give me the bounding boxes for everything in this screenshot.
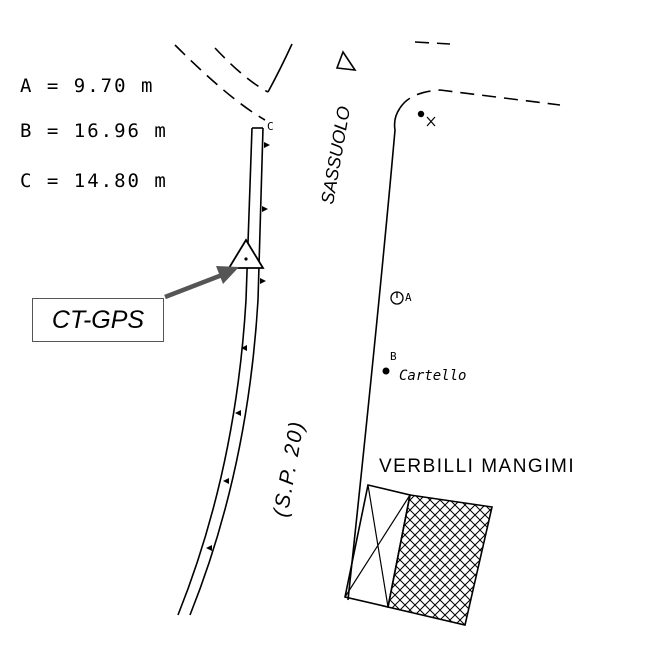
- station-label-box: CT-GPS: [32, 298, 164, 342]
- measurement-c: C = 14.80 m: [20, 170, 168, 192]
- point-a-label: A: [405, 291, 412, 304]
- road-lane-left: [177, 127, 264, 616]
- building-cross-lines: [344, 484, 411, 608]
- direction-triangle-icon: [335, 50, 357, 71]
- lane-line-inner: [189, 127, 264, 616]
- measurement-b: B = 16.96 m: [20, 120, 168, 142]
- point-a-marker: A: [390, 291, 412, 305]
- point-c-label: C: [267, 120, 274, 133]
- dashed-boundary-inner: [214, 47, 269, 93]
- measurement-legend: A = 9.70 m B = 16.96 m C = 14.80 m: [20, 75, 168, 192]
- road-edge-right: [347, 107, 401, 601]
- survey-point-cross: [417, 110, 436, 127]
- curb-line-top: [267, 43, 293, 93]
- dashed-road-boundaries: [174, 41, 561, 121]
- road-ticks: [206, 142, 270, 551]
- gps-station-marker: [227, 238, 265, 269]
- building-hatched-part: [387, 494, 493, 626]
- lane-line-outer: [177, 127, 253, 616]
- sign-label: Cartello: [399, 368, 466, 384]
- dashed-boundary-right: [399, 89, 561, 109]
- pointer-arrow: [164, 266, 239, 300]
- station-label: CT-GPS: [51, 305, 145, 334]
- dashed-fragment-top: [414, 41, 451, 45]
- point-b-label: B: [390, 350, 397, 363]
- measurement-a: A = 9.70 m: [20, 75, 154, 97]
- point-b-marker: B Cartello: [382, 350, 466, 384]
- dashed-boundary-outer: [174, 44, 266, 121]
- building-label: VERBILLI MANGIMI: [379, 456, 575, 477]
- road-name-label: SASSUOLO: [317, 105, 354, 206]
- building-footprint: [344, 484, 493, 626]
- road-code-label: (S.P. 20): [269, 418, 309, 519]
